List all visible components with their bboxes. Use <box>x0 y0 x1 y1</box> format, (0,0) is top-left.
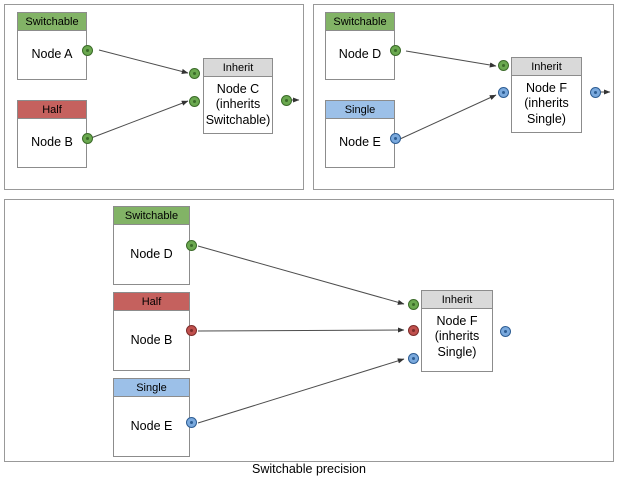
panel-bottom <box>4 199 614 462</box>
node-f-port-out[interactable] <box>590 87 601 98</box>
node-a-port-out[interactable] <box>82 45 93 56</box>
node-b-port-out[interactable] <box>82 133 93 144</box>
node-b2-header: Half <box>114 293 189 311</box>
node-b-header: Half <box>18 101 86 119</box>
node-e-header: Single <box>326 101 394 119</box>
node-e[interactable]: Single Node E <box>325 100 395 168</box>
node-f2-body: Node F (inherits Single) <box>434 314 480 359</box>
node-c-port-out[interactable] <box>281 95 292 106</box>
node-c-body: Node C (inherits Switchable) <box>205 82 271 127</box>
node-f-header: Inherit <box>512 58 581 76</box>
node-d-port-out[interactable] <box>390 45 401 56</box>
node-c-header: Inherit <box>204 59 272 77</box>
node-f2[interactable]: Inherit Node F (inherits Single) <box>421 290 493 372</box>
node-a-body: Node A <box>31 47 73 62</box>
node-a-header: Switchable <box>18 13 86 31</box>
node-e-port-out[interactable] <box>390 133 401 144</box>
node-e-body: Node E <box>339 135 381 150</box>
node-c-port-in-top[interactable] <box>189 68 200 79</box>
diagram-caption: Switchable precision <box>252 462 366 476</box>
node-d-body: Node D <box>338 47 382 62</box>
node-d2-header: Switchable <box>114 207 189 225</box>
node-f[interactable]: Inherit Node F (inherits Single) <box>511 57 582 133</box>
node-b[interactable]: Half Node B <box>17 100 87 168</box>
node-e2-port-out[interactable] <box>186 417 197 428</box>
node-e2-header: Single <box>114 379 189 397</box>
node-b2[interactable]: Half Node B <box>113 292 190 371</box>
node-d2-body: Node D <box>130 246 173 261</box>
node-f2-port-in-half[interactable] <box>408 325 419 336</box>
node-f2-port-in-switchable[interactable] <box>408 299 419 310</box>
node-e2[interactable]: Single Node E <box>113 378 190 457</box>
node-c[interactable]: Inherit Node C (inherits Switchable) <box>203 58 273 134</box>
node-c-port-in-bottom[interactable] <box>189 96 200 107</box>
node-f-port-in-top[interactable] <box>498 60 509 71</box>
node-d2[interactable]: Switchable Node D <box>113 206 190 285</box>
node-d-header: Switchable <box>326 13 394 31</box>
node-b-body: Node B <box>31 135 73 150</box>
node-a[interactable]: Switchable Node A <box>17 12 87 80</box>
node-b2-body: Node B <box>130 332 173 347</box>
node-f2-port-out[interactable] <box>500 326 511 337</box>
node-e2-body: Node E <box>130 418 173 433</box>
node-d[interactable]: Switchable Node D <box>325 12 395 80</box>
node-f2-port-in-single[interactable] <box>408 353 419 364</box>
node-f-body: Node F (inherits Single) <box>524 81 569 126</box>
node-f-port-in-bottom[interactable] <box>498 87 509 98</box>
node-b2-port-out[interactable] <box>186 325 197 336</box>
node-f2-header: Inherit <box>422 291 492 309</box>
node-d2-port-out[interactable] <box>186 240 197 251</box>
